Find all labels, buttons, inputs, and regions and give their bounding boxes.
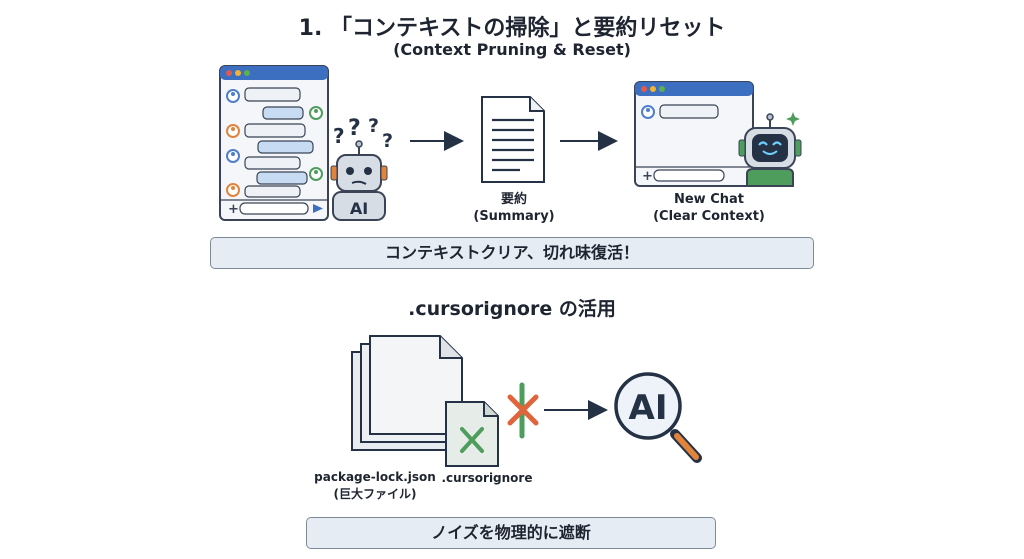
svg-text:?: ?: [348, 116, 361, 141]
chat-bubble: [256, 171, 308, 185]
chat-bubble: [257, 140, 314, 154]
chat-bubble: [244, 185, 301, 198]
chat-bubble: [244, 87, 301, 102]
svg-text:AI: AI: [629, 388, 668, 428]
sparkle-icon: [786, 112, 800, 126]
plus-icon: +: [642, 169, 653, 184]
svg-text:AI: AI: [350, 199, 368, 218]
svg-text:?: ?: [382, 130, 393, 152]
confused-robot-icon: ? ? ? ? AI: [330, 115, 393, 221]
chat-user-avatar-icon: [226, 124, 240, 138]
cluttered-chat-window: +: [219, 65, 329, 221]
svg-text:?: ?: [333, 124, 345, 148]
chat-bot-avatar-icon: [309, 167, 323, 181]
new-chat-caption: New Chat (Clear Context): [653, 192, 765, 224]
chat-user-avatar-icon: [226, 89, 240, 103]
section2-title: .cursorignore の活用: [408, 298, 616, 320]
chat-bot-avatar-icon: [309, 106, 323, 120]
section1-title: 1. 「コンテキストの掃除」と要約リセット: [298, 16, 726, 41]
section2-banner: ノイズを物理的に遮断: [306, 517, 716, 549]
chat-user-avatar-icon: [226, 149, 240, 163]
cursorignore-caption: .cursorignore: [441, 471, 533, 485]
section1-subtitle: (Context Pruning & Reset): [393, 40, 631, 59]
chat-user-avatar-icon: [226, 183, 240, 197]
large-file-caption: package-lock.json (巨大ファイル): [314, 470, 436, 501]
chat-input-field: [653, 169, 725, 182]
chat-input-field: [239, 202, 309, 215]
chat-user-avatar-icon: [641, 105, 655, 119]
svg-text:?: ?: [368, 115, 379, 137]
block-cross-icon: [507, 382, 539, 439]
summary-caption: 要約 (Summary): [473, 192, 555, 224]
chat-bubble: [244, 123, 306, 138]
chat-bubble: [659, 104, 719, 119]
ai-magnifier-icon: AI: [614, 372, 702, 463]
plus-icon: +: [228, 202, 239, 217]
chat-bubble: [262, 106, 304, 120]
summary-document-icon: [481, 96, 545, 183]
cursorignore-file-icon: [445, 401, 499, 467]
chat-bubble: [244, 156, 301, 170]
section1-banner: コンテキストクリア、切れ味復活！: [210, 237, 814, 269]
send-icon: [313, 204, 323, 213]
happy-robot-icon: [738, 112, 802, 187]
new-chat-window: +: [634, 81, 754, 187]
large-files-stack-icon: [351, 335, 463, 451]
